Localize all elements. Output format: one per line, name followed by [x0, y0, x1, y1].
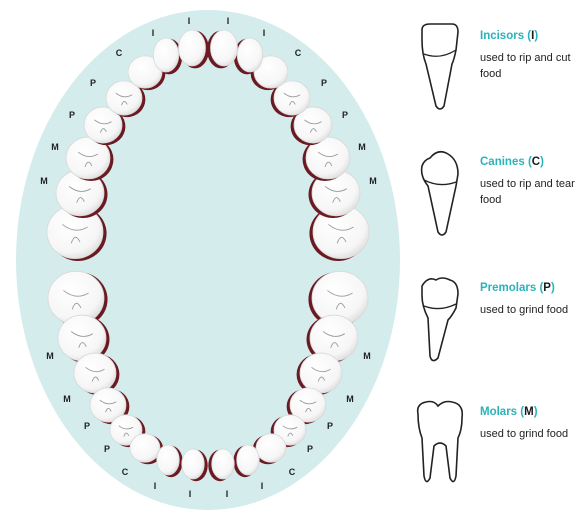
legend-title-molars: Molars (M) [480, 406, 538, 418]
legend-canines: Canines (C) used to rip and tear food [412, 146, 577, 256]
legend-desc-canines: used to rip and tear food [480, 176, 575, 208]
label-lower-right-incisor-6: I [226, 489, 229, 499]
label-upper-right-molar-0: M [369, 176, 377, 186]
legend-title-premolars: Premolars (P) [480, 282, 555, 294]
label-upper-left-premolar-3: P [90, 78, 96, 88]
label-upper-right-incisor-5: I [263, 28, 266, 38]
label-lower-left-premolar-2: P [84, 421, 90, 431]
legend-title-incisors: Incisors (I) [480, 30, 538, 42]
legend-desc-incisors: used to rip and cut food [480, 50, 575, 82]
premolar-icon [412, 272, 472, 372]
incisor-icon [412, 20, 472, 120]
label-upper-right-incisor-6: I [227, 16, 230, 26]
legend-molars: Molars (M) used to grind food [412, 396, 577, 506]
label-lower-left-molar-1: M [63, 394, 71, 404]
canine-icon [412, 146, 472, 246]
label-lower-right-incisor-5: I [261, 481, 264, 491]
label-lower-left-premolar-3: P [104, 444, 110, 454]
label-lower-right-molar-0: M [363, 351, 371, 361]
legend-desc-premolars: used to grind food [480, 302, 575, 318]
legend-incisors: Incisors (I) used to rip and cut food [412, 20, 577, 130]
legend-premolars: Premolars (P) used to grind food [412, 272, 577, 382]
label-lower-right-canine-4: C [289, 467, 296, 477]
label-upper-right-canine-4: C [295, 48, 302, 58]
legend-desc-molars: used to grind food [480, 426, 575, 442]
label-upper-right-molar-1: M [358, 142, 366, 152]
legend-title-canines: Canines (C) [480, 156, 544, 168]
label-upper-left-incisor-5: I [152, 28, 155, 38]
label-upper-left-canine-4: C [116, 48, 123, 58]
label-lower-right-premolar-3: P [307, 444, 313, 454]
label-upper-left-premolar-2: P [69, 110, 75, 120]
label-upper-left-molar-1: M [51, 142, 59, 152]
label-lower-left-molar-0: M [46, 351, 54, 361]
label-upper-right-premolar-2: P [342, 110, 348, 120]
label-upper-left-molar-0: M [40, 176, 48, 186]
label-lower-right-premolar-2: P [327, 421, 333, 431]
label-lower-left-canine-4: C [122, 467, 129, 477]
label-lower-left-incisor-5: I [154, 481, 157, 491]
label-upper-left-incisor-6: I [188, 16, 191, 26]
label-lower-left-incisor-6: I [189, 489, 192, 499]
label-upper-right-premolar-3: P [321, 78, 327, 88]
molar-icon [412, 396, 472, 496]
label-lower-right-molar-1: M [346, 394, 354, 404]
